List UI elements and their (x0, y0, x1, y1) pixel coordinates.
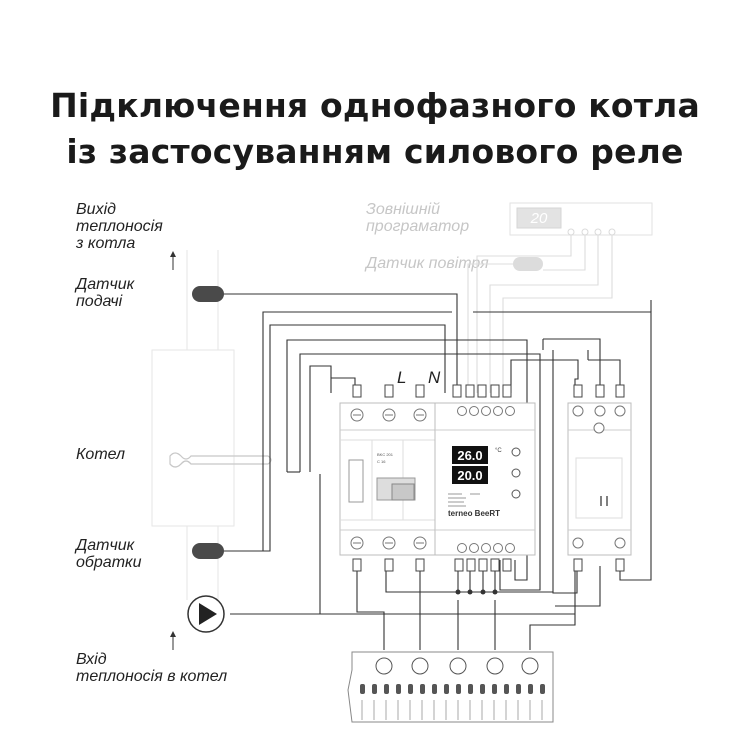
faded-wires (467, 235, 613, 393)
title-line-1: Підключення однофазного котла (50, 86, 700, 125)
return-sensor-label: Датчик обратки (76, 537, 142, 571)
boiler-label: Котел (76, 446, 126, 463)
temperature-unit: °C (495, 448, 502, 454)
display-bottom: 20.0 (457, 468, 482, 483)
external-programmer: 20 (509, 202, 653, 236)
terneo-controller: 26.0 20.0 °C terneo BeeRT (434, 402, 536, 556)
control-button[interactable] (511, 489, 521, 499)
pump-icon (187, 595, 225, 633)
air-sensor (513, 257, 543, 271)
air-sensor-label: Датчик повітря (366, 255, 489, 272)
wire-ferrules (352, 384, 625, 572)
breaker-model: BKC 201 (377, 452, 394, 457)
breaker-rating: C 16 (377, 459, 386, 464)
neutral-label: N (428, 368, 441, 387)
title-line-2: із застосуванням силового реле (66, 132, 684, 171)
phase-label: L (397, 368, 407, 387)
controller-brand: terneo BeeRT (448, 509, 500, 518)
programmer-display: 20 (530, 210, 548, 227)
power-relay (567, 402, 632, 556)
supply-sensor-label: Датчик подачі (76, 276, 135, 310)
control-button[interactable] (511, 468, 521, 478)
control-button[interactable] (511, 447, 521, 457)
arrow-up-icon (170, 251, 176, 270)
junction-dots (455, 589, 498, 595)
display-top: 26.0 (457, 448, 482, 463)
return-sensor (192, 543, 224, 559)
arrow-up-icon (170, 631, 176, 650)
external-programmer-label: Зовнішній програматор (366, 201, 470, 235)
inlet-label: Вхід теплоносія в котел (76, 651, 228, 685)
outlet-label: Вихід теплоносія з котла (76, 201, 163, 252)
terminal-block (347, 651, 554, 723)
supply-sensor (192, 286, 224, 302)
heating-element-icon (169, 452, 272, 468)
breaker-module: BKC 201 C 16 (339, 402, 436, 556)
boiler-body (151, 349, 235, 527)
